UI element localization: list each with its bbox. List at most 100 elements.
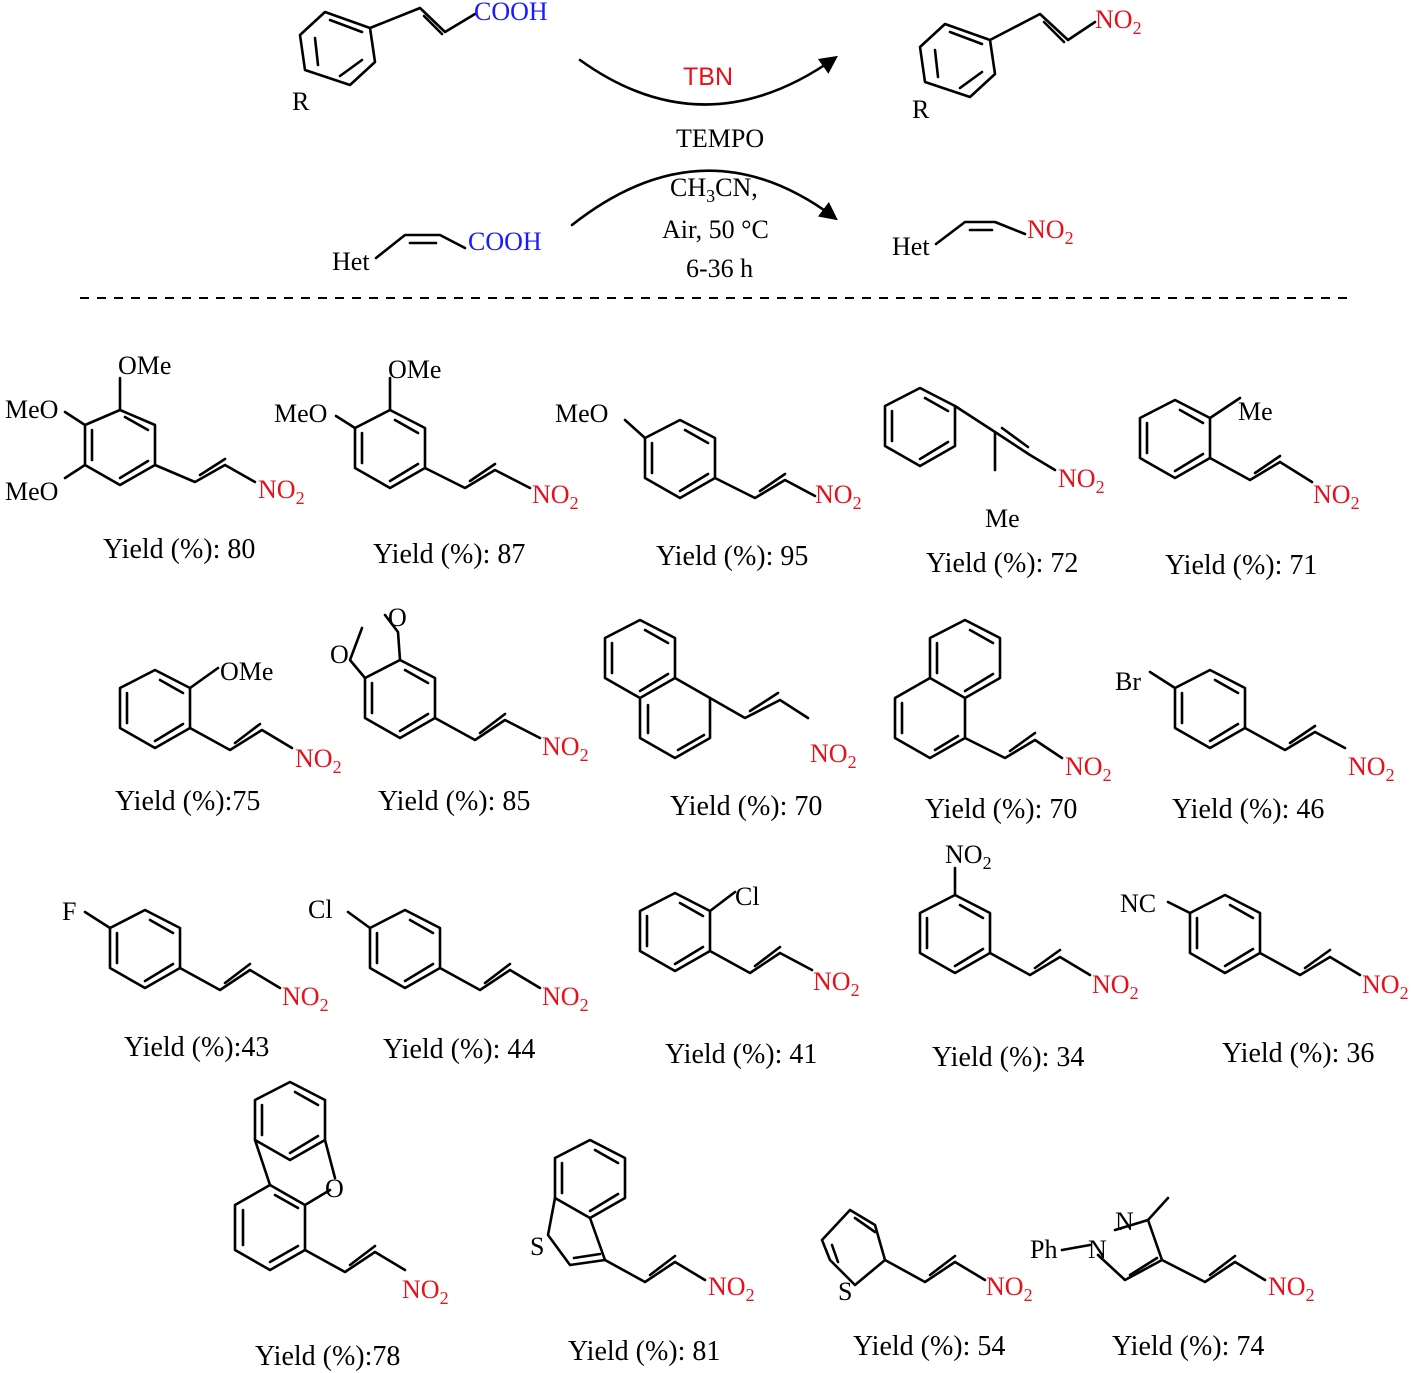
product-6: OMe NO2 Yield (%):75 bbox=[115, 657, 342, 817]
svg-text:Yield (%): 44: Yield (%): 44 bbox=[383, 1034, 535, 1065]
svg-text:Yield (%): 70: Yield (%): 70 bbox=[925, 794, 1077, 825]
svg-text:NO2: NO2 bbox=[708, 1272, 755, 1305]
svg-text:NO2: NO2 bbox=[542, 982, 589, 1015]
svg-text:R: R bbox=[912, 95, 930, 124]
svg-text:O: O bbox=[325, 1174, 344, 1203]
svg-text:F: F bbox=[62, 897, 76, 926]
product-2: OMe MeO NO2 Yield (%): 87 bbox=[274, 355, 579, 570]
svg-text:NO2: NO2 bbox=[1362, 970, 1409, 1003]
svg-text:Cl: Cl bbox=[735, 882, 760, 911]
svg-text:Yield (%): 36: Yield (%): 36 bbox=[1222, 1038, 1374, 1069]
cooh-label: COOH bbox=[474, 0, 548, 26]
condition-tempo: TEMPO bbox=[676, 124, 764, 153]
svg-text:Me: Me bbox=[985, 504, 1020, 533]
svg-text:Yield (%): 41: Yield (%): 41 bbox=[665, 1039, 817, 1070]
product-9: NO2 Yield (%): 70 bbox=[893, 618, 1112, 825]
svg-text:NO2: NO2 bbox=[295, 744, 342, 777]
svg-text:Yield (%): 81: Yield (%): 81 bbox=[568, 1336, 720, 1367]
svg-text:COOH: COOH bbox=[468, 227, 542, 256]
svg-text:OMe: OMe bbox=[118, 351, 171, 380]
product-10: Br NO2 Yield (%): 46 bbox=[1115, 667, 1395, 825]
condition-solvent: CH3CN, bbox=[670, 173, 758, 206]
product-3: MeO NO2 Yield (%): 95 bbox=[555, 399, 862, 572]
svg-text:NC: NC bbox=[1120, 889, 1156, 918]
svg-text:NO2: NO2 bbox=[1027, 215, 1074, 248]
svg-text:NO2: NO2 bbox=[542, 732, 589, 765]
reaction-arrow-bottom bbox=[570, 169, 838, 227]
product-19: N N Ph NO2 Yield (%): 74 bbox=[1030, 1196, 1315, 1362]
svg-text:NO2: NO2 bbox=[532, 480, 579, 513]
svg-text:NO2: NO2 bbox=[1268, 1272, 1315, 1305]
svg-text:Cl: Cl bbox=[308, 895, 333, 924]
svg-text:NO2: NO2 bbox=[258, 475, 305, 508]
svg-text:MeO: MeO bbox=[5, 395, 58, 424]
svg-text:Yield (%): 54: Yield (%): 54 bbox=[853, 1331, 1005, 1362]
svg-text:MeO: MeO bbox=[555, 399, 608, 428]
substrate-het-acrylic-acid: Het COOH bbox=[332, 227, 542, 276]
svg-text:MeO: MeO bbox=[5, 477, 58, 506]
svg-text:S: S bbox=[530, 1232, 544, 1261]
yield-label: Yield (%): 80 bbox=[103, 534, 255, 565]
svg-text:Het: Het bbox=[892, 232, 930, 261]
svg-text:Yield (%):75: Yield (%):75 bbox=[115, 786, 260, 817]
product-8: NO2 Yield (%): 70 bbox=[603, 618, 857, 822]
product-14: NO2 NO2 Yield (%): 34 bbox=[918, 840, 1139, 1073]
substituent-r: R bbox=[292, 87, 310, 116]
product-11: F NO2 Yield (%):43 bbox=[62, 897, 329, 1063]
svg-text:Yield (%): 72: Yield (%): 72 bbox=[926, 548, 1078, 579]
product-1: OMe MeO MeO NO2 Yield (%): 80 bbox=[5, 351, 305, 565]
svg-text:Yield (%): 70: Yield (%): 70 bbox=[670, 791, 822, 822]
svg-text:NO2: NO2 bbox=[945, 840, 992, 873]
svg-text:Yield (%): 85: Yield (%): 85 bbox=[378, 786, 530, 817]
svg-text:NO2: NO2 bbox=[402, 1275, 449, 1308]
svg-text:O: O bbox=[388, 603, 407, 632]
svg-text:NO2: NO2 bbox=[986, 1272, 1033, 1305]
product-nitrostyrene: R NO2 bbox=[912, 5, 1142, 124]
condition-air-temp: Air, 50 °C bbox=[662, 215, 769, 244]
product-17: S NO2 Yield (%): 81 bbox=[530, 1138, 755, 1367]
reaction-arrow-top bbox=[578, 55, 838, 106]
svg-text:Yield (%):43: Yield (%):43 bbox=[124, 1032, 269, 1063]
het-label: Het bbox=[332, 247, 370, 276]
svg-text:NO2: NO2 bbox=[813, 967, 860, 1000]
tbn-label: TBN bbox=[683, 63, 733, 91]
product-18: S NO2 Yield (%): 54 bbox=[820, 1208, 1033, 1362]
svg-text:NO2: NO2 bbox=[282, 982, 329, 1015]
svg-text:Yield (%): 71: Yield (%): 71 bbox=[1165, 550, 1317, 581]
svg-text:Br: Br bbox=[1115, 667, 1141, 696]
substrate-cinnamic-acid: R COOH bbox=[292, 0, 548, 116]
svg-text:OMe: OMe bbox=[388, 355, 441, 384]
svg-text:Yield (%): 74: Yield (%): 74 bbox=[1112, 1331, 1264, 1362]
svg-text:O: O bbox=[330, 640, 349, 669]
svg-text:NO2: NO2 bbox=[815, 480, 862, 513]
svg-text:NO2: NO2 bbox=[1058, 464, 1105, 497]
svg-text:NO2: NO2 bbox=[1348, 752, 1395, 785]
svg-text:NO2: NO2 bbox=[1313, 480, 1360, 513]
svg-text:OMe: OMe bbox=[220, 657, 273, 686]
svg-text:Me: Me bbox=[1238, 397, 1273, 426]
svg-text:Yield (%): 46: Yield (%): 46 bbox=[1172, 794, 1324, 825]
svg-text:Yield (%):78: Yield (%):78 bbox=[255, 1341, 400, 1372]
condition-time: 6-36 h bbox=[686, 254, 753, 283]
svg-text:Yield (%): 34: Yield (%): 34 bbox=[932, 1042, 1084, 1073]
svg-text:Ph: Ph bbox=[1030, 1235, 1057, 1264]
product-4: Me NO2 Yield (%): 72 bbox=[883, 386, 1105, 579]
svg-text:Yield (%): 95: Yield (%): 95 bbox=[656, 541, 808, 572]
svg-text:S: S bbox=[838, 1277, 852, 1306]
svg-text:NO2: NO2 bbox=[1065, 752, 1112, 785]
product-7: O O NO2 Yield (%): 85 bbox=[330, 603, 589, 817]
product-het-nitroalkene: Het NO2 bbox=[892, 215, 1074, 261]
svg-text:N: N bbox=[1088, 1235, 1107, 1264]
product-12: Cl NO2 Yield (%): 44 bbox=[308, 895, 589, 1065]
svg-text:MeO: MeO bbox=[274, 399, 327, 428]
product-5: Me NO2 Yield (%): 71 bbox=[1138, 396, 1360, 581]
svg-text:NO2: NO2 bbox=[1095, 5, 1142, 38]
product-16: O NO2 Yield (%):78 bbox=[233, 1080, 449, 1372]
product-13: Cl NO2 Yield (%): 41 bbox=[638, 882, 860, 1070]
svg-text:Yield (%): 87: Yield (%): 87 bbox=[373, 539, 525, 570]
svg-text:NO2: NO2 bbox=[1092, 970, 1139, 1003]
svg-text:NO2: NO2 bbox=[810, 739, 857, 772]
product-15: NC NO2 Yield (%): 36 bbox=[1120, 889, 1409, 1069]
svg-text:N: N bbox=[1115, 1207, 1134, 1236]
